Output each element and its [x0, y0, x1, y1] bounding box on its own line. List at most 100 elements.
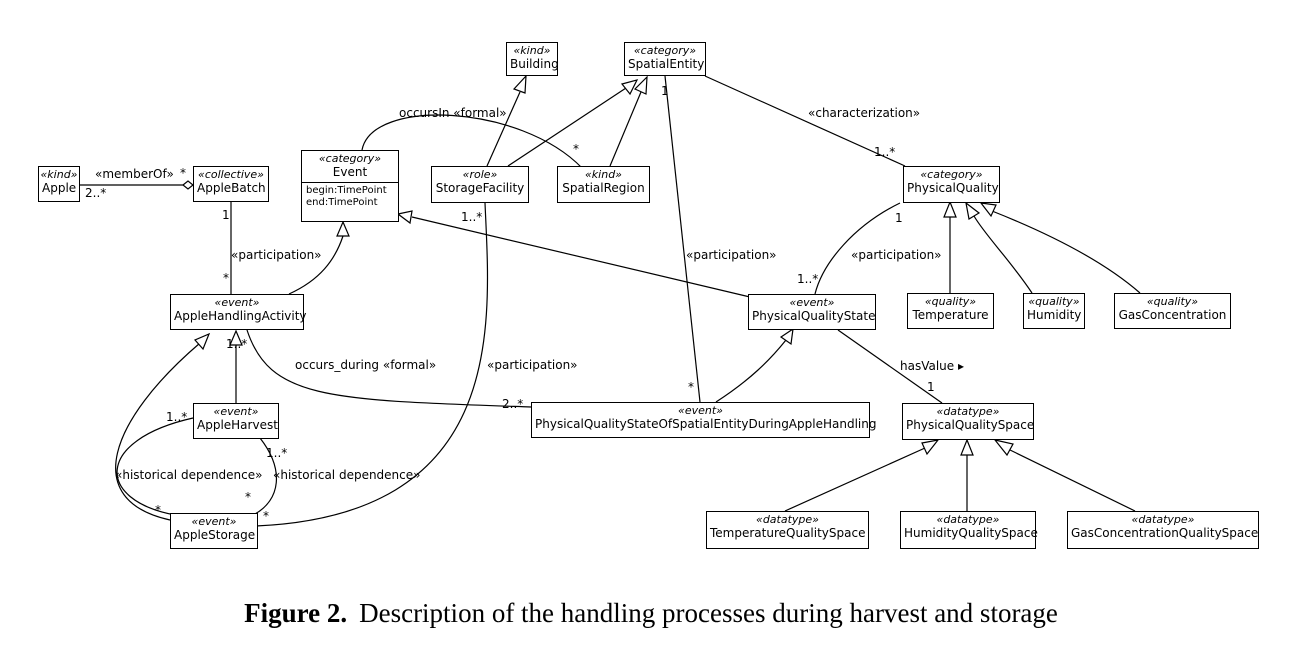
uml-class-diagram: «kind» Apple «collective» AppleBatch «ki…	[38, 42, 1259, 549]
generalization-hum-pq	[973, 215, 1033, 294]
multiplicity: *	[245, 490, 251, 504]
class-humidity-quality-space: «datatype» HumidityQualitySpace	[900, 511, 1038, 549]
class-name: AppleStorage	[174, 528, 256, 542]
multiplicity: 2..*	[502, 397, 524, 411]
generalization-arrowhead	[620, 79, 639, 96]
has-value-line	[837, 329, 943, 404]
characterization-line	[704, 75, 906, 167]
class-physical-quality-state: «event» PhysicalQualityState	[748, 294, 876, 330]
class-name: AppleHarvest	[197, 418, 278, 432]
generalization-storage-aha	[115, 342, 201, 521]
multiplicity: 1	[895, 211, 903, 225]
generalization-arrowhead	[921, 439, 940, 456]
class-name: AppleHandlingActivity	[174, 309, 307, 323]
class-name: PhysicalQuality	[907, 181, 999, 195]
stereotype: «quality»	[1146, 295, 1199, 308]
class-event: «category» Event begin:TimePoint end:Tim…	[301, 150, 399, 222]
generalization-arrowhead	[336, 220, 350, 237]
occurs-during-label: occurs_during «formal»	[295, 358, 437, 372]
participation-label-quality: «participation»	[851, 248, 942, 262]
class-name: GasConcentrationQualitySpace	[1071, 526, 1259, 540]
class-spatial-region: «kind» SpatialRegion	[557, 166, 650, 203]
class-name: TemperatureQualitySpace	[710, 526, 866, 540]
generalization-tqs-pqs	[784, 447, 926, 512]
class-physical-quality-space: «datatype» PhysicalQualitySpace	[902, 403, 1034, 440]
aggregation-diamond	[182, 180, 194, 190]
generalization-arrowhead	[229, 329, 243, 346]
class-name: HumidityQualitySpace	[904, 526, 1038, 540]
generalization-gqs-pqs	[1007, 448, 1136, 512]
stereotype: «quality»	[924, 295, 977, 308]
attributes-compartment: begin:TimePoint end:TimePoint	[302, 182, 398, 211]
stereotype: «event»	[214, 296, 260, 309]
multiplicity: *	[688, 380, 694, 394]
characterization-label: «characterization»	[808, 106, 921, 120]
stereotype: «category»	[318, 152, 382, 165]
class-apple: «kind» Apple	[38, 166, 80, 202]
diagram-connectors	[80, 74, 1141, 527]
stereotype: «event»	[678, 404, 723, 417]
generalization-arrowhead	[193, 332, 211, 351]
class-building: «kind» Building	[506, 42, 559, 76]
generalization-aha-event	[288, 235, 344, 295]
class-gas-concentration: «quality» GasConcentration	[1114, 293, 1231, 329]
class-name: SpatialEntity	[628, 57, 705, 71]
class-humidity: «quality» Humidity	[1023, 293, 1085, 329]
class-temperature-quality-space: «datatype» TemperatureQualitySpace	[706, 511, 869, 549]
generalization-arrowhead	[993, 439, 1014, 457]
has-value-label: hasValue ▸	[900, 359, 965, 373]
class-spatial-entity: «category» SpatialEntity	[624, 42, 706, 76]
participation-label-storage: «participation»	[487, 358, 578, 372]
generalization-sf-building	[486, 91, 521, 167]
multiplicity: 1..*	[166, 410, 188, 424]
class-apple-handling-activity: «event» AppleHandlingActivity	[170, 294, 307, 330]
multiplicity: 1..*	[461, 210, 483, 224]
class-name: AppleBatch	[197, 181, 266, 195]
stereotype: «category»	[633, 44, 697, 57]
stereotype: «datatype»	[1131, 513, 1195, 526]
stereotype: «datatype»	[756, 513, 819, 526]
stereotype: «role»	[462, 168, 498, 181]
stereotype: «event»	[789, 296, 835, 309]
multiplicity: *	[155, 503, 161, 517]
participation-line-storage	[255, 202, 489, 527]
generalization-arrowhead	[633, 75, 648, 95]
historical-dependence-label-left: «historical dependence»	[115, 468, 263, 482]
stereotype: «kind»	[585, 168, 622, 181]
class-apple-harvest: «event» AppleHarvest	[193, 403, 279, 439]
caption-text: Description of the handling processes du…	[359, 598, 1058, 628]
generalization-sr-spatial	[609, 91, 642, 167]
class-name: PhysicalQualityStateOfSpatialEntityDurin…	[535, 417, 877, 431]
class-gas-concentration-quality-space: «datatype» GasConcentrationQualitySpace	[1067, 511, 1259, 549]
attribute-begin: begin:TimePoint	[306, 185, 387, 196]
multiplicity: 1	[222, 208, 230, 222]
multiplicity: *	[263, 509, 269, 523]
historical-dependence-left	[116, 417, 194, 516]
generalization-arrowhead	[512, 74, 527, 94]
generalization-arrowhead	[965, 201, 981, 220]
stereotype: «datatype»	[936, 405, 1000, 418]
historical-dependence-right	[254, 437, 277, 515]
class-apple-batch: «collective» AppleBatch	[193, 166, 269, 202]
figure-number: Figure 2.	[244, 598, 348, 628]
class-name: Event	[332, 165, 368, 179]
generalization-arrowhead	[979, 202, 997, 218]
multiplicity: *	[573, 142, 579, 156]
participation-label-spatial: «participation»	[686, 248, 777, 262]
participation-line-quality	[814, 202, 901, 295]
class-name: SpatialRegion	[562, 181, 645, 195]
generalization-pqsd-pqs	[715, 339, 787, 403]
class-name: Temperature	[912, 308, 989, 322]
occurs-in-line	[361, 114, 583, 169]
member-of-label: «memberOf»	[95, 167, 174, 181]
class-pqs-during-apple-handling: «event» PhysicalQualityStateOfSpatialEnt…	[531, 402, 877, 438]
generalization-arrowhead	[396, 210, 413, 225]
class-name: GasConcentration	[1118, 308, 1227, 322]
generalization-arrowhead	[779, 327, 794, 346]
stereotype: «kind»	[40, 168, 78, 181]
class-name: StorageFacility	[435, 181, 525, 195]
generalization-arrowhead	[943, 200, 957, 218]
class-name: PhysicalQualitySpace	[906, 418, 1035, 432]
stereotype: «quality»	[1028, 295, 1080, 308]
generalization-gas-pq	[991, 210, 1141, 294]
